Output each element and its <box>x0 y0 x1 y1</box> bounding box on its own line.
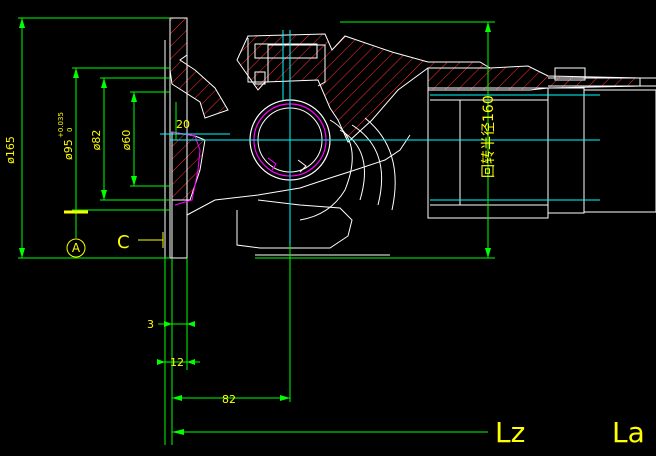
spider-contour-4 <box>364 117 396 211</box>
dim-text-phi95-lower: 0 <box>66 128 74 132</box>
hatched-sections <box>169 17 641 201</box>
arrow-82h-right <box>280 395 290 401</box>
arrow-82-top <box>101 78 107 88</box>
arrowheads <box>19 18 491 435</box>
length-lz-label: Lz <box>495 416 525 449</box>
circlip-right <box>554 67 586 81</box>
arrow-12-left <box>157 359 165 365</box>
dim-text-phi95: ø95 <box>62 139 75 160</box>
yoke-upper-ear <box>247 38 326 87</box>
spider-contour-3 <box>351 124 383 206</box>
seal-left <box>254 71 266 85</box>
arrow-lz-left <box>172 429 184 435</box>
datum-a-label: A <box>72 241 81 255</box>
shaft-end <box>547 87 585 214</box>
arrow-swing-bottom <box>485 248 491 258</box>
arrow-3-right <box>187 321 195 327</box>
arrow-165-bottom <box>19 248 25 258</box>
arrow-95-top <box>73 68 79 78</box>
bearing-clip-left <box>267 157 277 171</box>
dim-text-phi95-upper: +0.035 <box>57 112 65 138</box>
bearing-clip-right <box>297 159 307 173</box>
flange-hatch <box>169 17 229 119</box>
shaft-end-ring <box>583 89 656 213</box>
arrow-82-bottom <box>101 190 107 200</box>
arrow-swing-top <box>485 22 491 32</box>
dim-text-phi165: ø165 <box>4 136 17 164</box>
centerlines <box>160 30 600 245</box>
datum-a: A <box>64 210 88 258</box>
part-outlines <box>164 17 656 259</box>
dim-text-20: 20 <box>176 118 190 131</box>
bearing-cap-top <box>254 43 318 59</box>
yoke-lower-ear <box>236 199 353 249</box>
datum-a-circle <box>66 238 86 258</box>
datum-c-label: C <box>117 232 130 253</box>
dim-text-12: 12 <box>170 356 184 369</box>
arrow-82h-left <box>172 395 182 401</box>
yoke-bottom-outline <box>186 134 411 216</box>
flange-lower-hatch <box>171 131 206 201</box>
arrow-60-bottom <box>131 176 137 186</box>
arrow-12-right <box>187 359 195 365</box>
arrow-3-left <box>164 321 172 327</box>
datum-c-frame <box>138 232 164 248</box>
dim-text-phi60: ø60 <box>120 130 133 151</box>
dim-text-swing-radius: 回转半径160 <box>481 95 497 178</box>
flange-bearing-profile <box>171 131 201 206</box>
dim-text-82: 82 <box>222 393 236 406</box>
arrow-165-top <box>19 18 25 28</box>
dimension-lines <box>18 17 495 445</box>
dimension-texts: ø165 ø95 +0.035 0 ø82 ø60 20 3 12 82 回转半… <box>4 95 497 406</box>
dim-text-phi82: ø82 <box>90 130 103 151</box>
length-la-label: La <box>612 416 645 449</box>
dim-text-3: 3 <box>147 318 154 331</box>
datum-c: C <box>117 232 164 253</box>
arrow-60-top <box>131 92 137 102</box>
spider-contour-2 <box>339 129 365 201</box>
